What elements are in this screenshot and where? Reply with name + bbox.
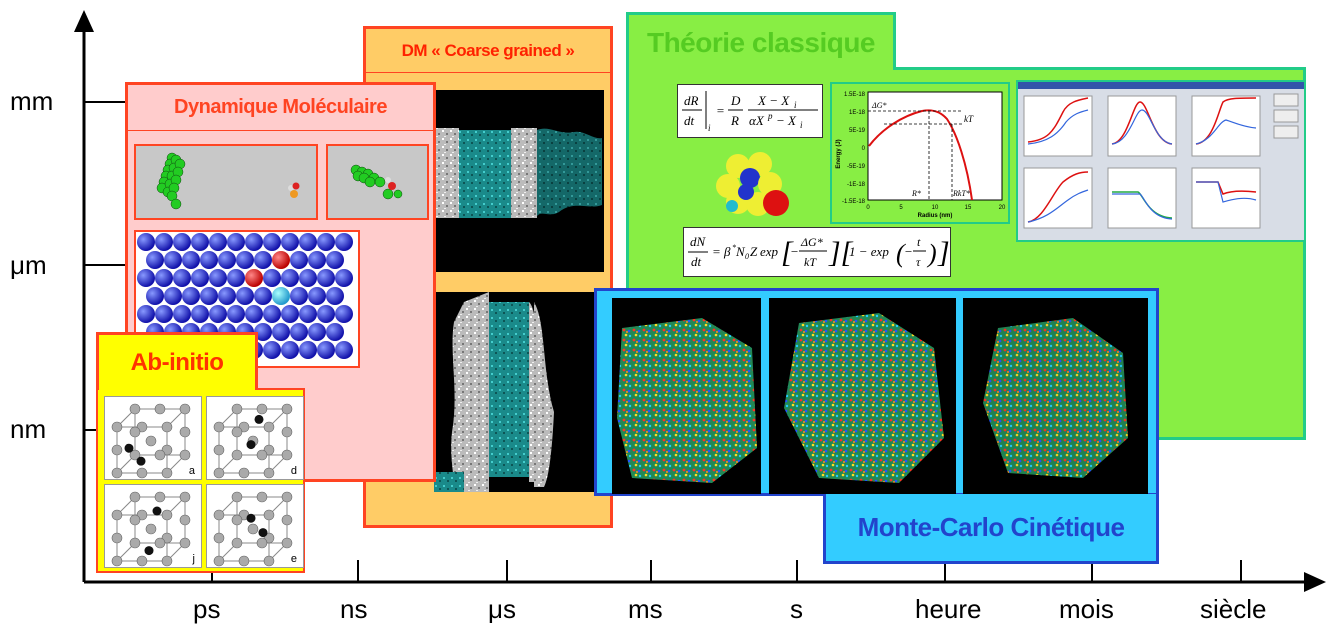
- nucleation-equation-graphic: dN dt = β * N 0 Z exp [ − ΔG* kT ][ 1 − …: [688, 234, 950, 269]
- svg-text:kT: kT: [804, 255, 817, 269]
- svg-text:]: ]: [937, 236, 950, 269]
- ab-initio-title: Ab-initio: [96, 332, 258, 390]
- nucleation-equation: dN dt = β * N 0 Z exp [ − ΔG* kT ][ 1 − …: [683, 227, 951, 277]
- energy-ytick: 1.5E-18: [844, 92, 866, 98]
- molecular-dynamics-title: Dynamique Moléculaire: [125, 82, 436, 130]
- svg-text:β: β: [723, 244, 731, 259]
- svg-text:dN: dN: [690, 234, 707, 249]
- svg-text:N: N: [735, 244, 746, 259]
- energy-ytick: -1.5E-18: [842, 199, 866, 205]
- svg-text:(: (: [896, 239, 906, 268]
- energy-rstar-label: R*: [911, 189, 921, 198]
- energy-dg-label: ΔG*: [871, 101, 886, 110]
- energy-ytick: 1E-18: [849, 110, 866, 116]
- x-tick-label: ps: [193, 594, 221, 624]
- energy-ytick: 0: [862, 146, 866, 152]
- svg-text:R: R: [730, 113, 739, 128]
- svg-text:Z: Z: [750, 244, 758, 259]
- md-molecule-image-2: [326, 144, 429, 220]
- software-screenshot-graphic: [1018, 82, 1304, 229]
- svg-text:0: 0: [745, 252, 749, 261]
- x-tick-label: ms: [628, 594, 663, 624]
- x-tick-label: μs: [488, 594, 516, 624]
- svg-text:ΔG*: ΔG*: [800, 235, 823, 249]
- energy-xtick: 10: [932, 205, 939, 211]
- monte-carlo-title: Monte-Carlo Cinétique: [823, 494, 1159, 564]
- energy-plot-panel: 1.5E-18 1E-18 5E-19 0 -5E-19 -1E-18 -1.5…: [830, 82, 1010, 224]
- x-tick-label: ns: [340, 594, 368, 624]
- svg-text:=: =: [716, 103, 725, 118]
- cell-label: j: [192, 553, 195, 565]
- energy-plot: 1.5E-18 1E-18 5E-19 0 -5E-19 -1E-18 -1.5…: [836, 91, 1006, 219]
- svg-text:): ): [926, 239, 937, 268]
- cell-label: d: [290, 465, 297, 477]
- ab-initio-cell-a: a: [104, 396, 202, 480]
- x-axis: [84, 560, 1326, 592]
- monte-carlo-image-3: [963, 298, 1148, 494]
- svg-text:1 − exp: 1 − exp: [849, 244, 889, 259]
- svg-text:i: i: [708, 123, 711, 133]
- energy-ylabel: Energy (J): [836, 139, 842, 168]
- svg-text:p: p: [767, 111, 773, 121]
- energy-rkt-label: RkT*: [952, 189, 970, 198]
- svg-text:−: −: [904, 244, 913, 259]
- svg-text:−: −: [790, 244, 799, 259]
- svg-text:=: =: [712, 244, 721, 259]
- cube-diagram: [111, 491, 191, 567]
- energy-xtick: 5: [899, 205, 903, 211]
- x-tick-label: siècle: [1200, 594, 1267, 624]
- cell-label: a: [188, 465, 195, 477]
- energy-ytick: -5E-19: [847, 164, 866, 170]
- svg-text:[: [: [781, 236, 794, 269]
- classic-theory-title: Théorie classique: [626, 12, 896, 70]
- cluster-molecule-image: [716, 152, 789, 216]
- ab-initio-cell-j: j: [104, 484, 202, 568]
- energy-curve: [868, 109, 973, 201]
- svg-text:i: i: [794, 100, 797, 110]
- svg-text:αX: αX: [749, 113, 765, 128]
- monte-carlo-image-1: [612, 298, 761, 494]
- y-tick-label: μm: [10, 250, 47, 280]
- energy-ytick: -1E-18: [847, 182, 866, 188]
- x-tick-label: s: [790, 594, 803, 624]
- x-tick-label: mois: [1059, 594, 1114, 624]
- coarse-grained-membrane-image-bottom: [434, 292, 604, 492]
- svg-text:D: D: [730, 93, 741, 108]
- crystal-lattice-graphic: [137, 233, 353, 359]
- energy-xtick: 15: [965, 205, 972, 211]
- x-tick-label: heure: [915, 594, 982, 624]
- energy-kt-label: kT: [964, 114, 974, 124]
- svg-text:exp: exp: [760, 244, 779, 259]
- growth-equation-graphic: dR dt i = D R X − X i αX p − X i: [682, 91, 818, 133]
- energy-xlabel: Radius (nm): [918, 213, 953, 219]
- svg-text:− X: − X: [776, 113, 797, 128]
- svg-text:X − X: X − X: [757, 93, 790, 108]
- energy-ytick: 5E-19: [849, 128, 866, 134]
- ab-initio-cell-d: d: [206, 396, 304, 480]
- energy-xtick: 0: [866, 205, 870, 211]
- svg-text:dt: dt: [691, 254, 702, 269]
- energy-xtick: 20: [999, 205, 1006, 211]
- coarse-grained-title: DM « Coarse grained »: [363, 26, 613, 72]
- monte-carlo-image-2: [769, 298, 956, 494]
- coarse-grained-membrane-image-top: [434, 90, 604, 272]
- cube-diagram: [213, 491, 293, 567]
- ab-initio-cell-e: e: [206, 484, 304, 568]
- y-tick-label: nm: [10, 414, 47, 444]
- cube-diagram: [213, 403, 293, 479]
- growth-equation: dR dt i = D R X − X i αX p − X i: [677, 84, 823, 138]
- svg-text:dt: dt: [684, 113, 695, 128]
- svg-text:dR: dR: [684, 93, 699, 108]
- svg-text:][: ][: [828, 236, 854, 269]
- y-tick-label: mm: [10, 86, 54, 116]
- svg-text:t: t: [917, 235, 921, 249]
- cube-diagram: [111, 403, 191, 479]
- svg-text:i: i: [800, 120, 803, 130]
- software-screenshot: [1016, 80, 1306, 242]
- svg-text:*: *: [732, 243, 736, 252]
- svg-text:τ: τ: [916, 255, 921, 269]
- cell-label: e: [290, 553, 297, 565]
- md-molecule-image-1: [134, 144, 318, 220]
